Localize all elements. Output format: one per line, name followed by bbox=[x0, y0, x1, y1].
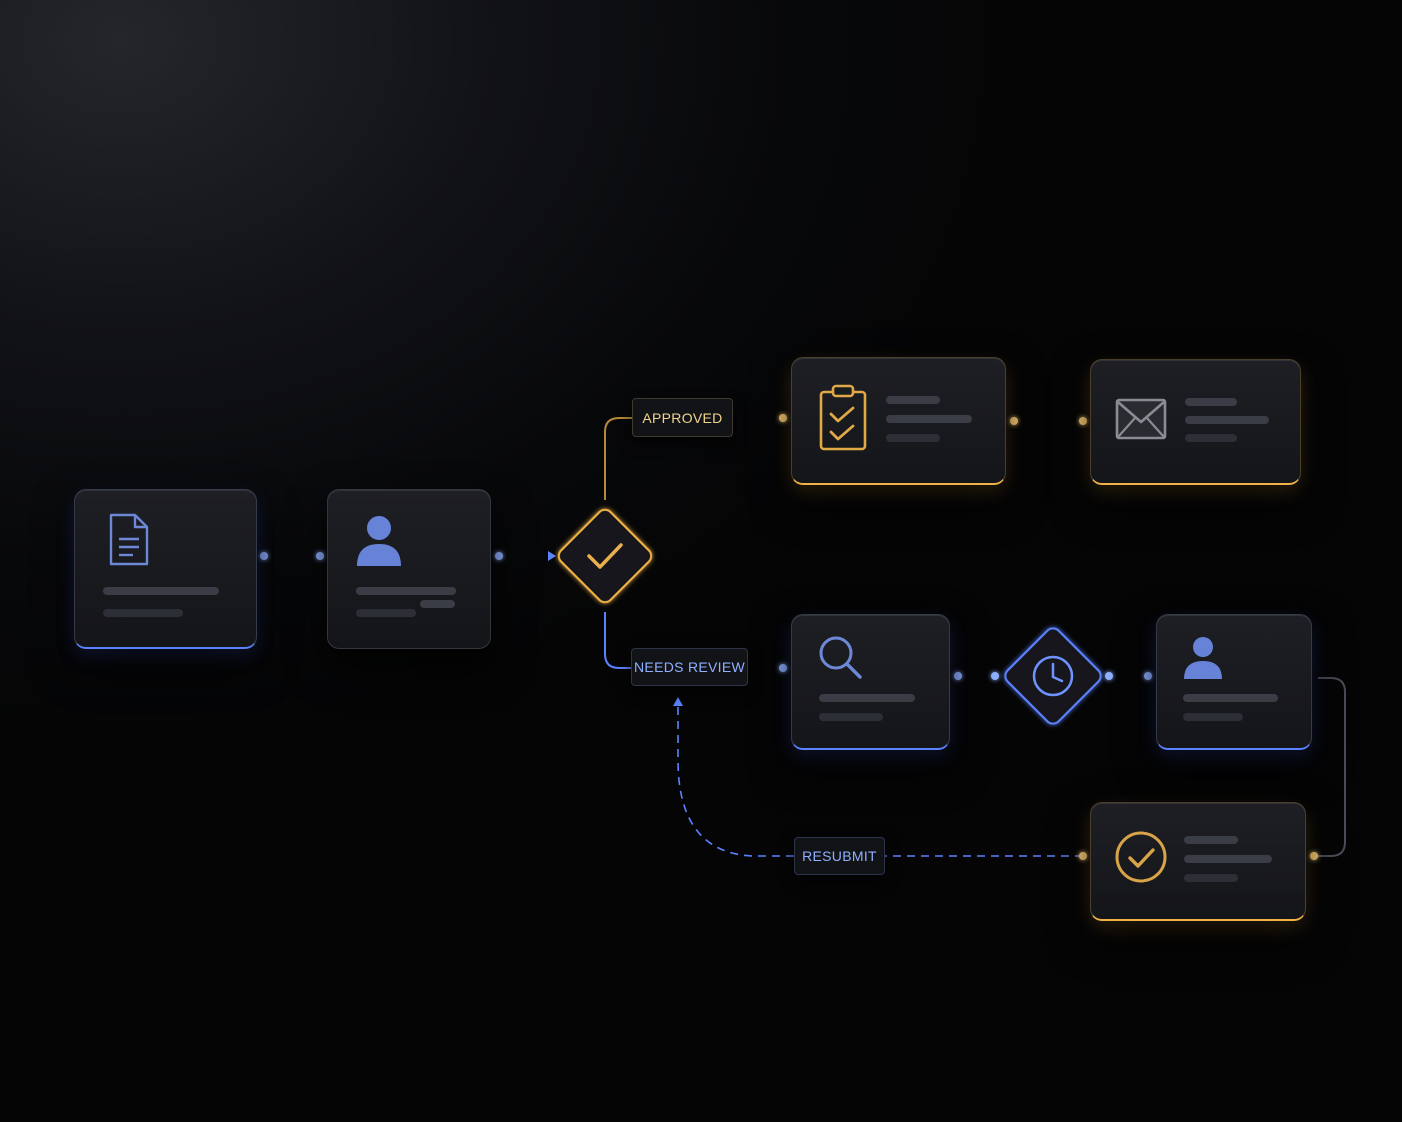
envelope-icon bbox=[1115, 398, 1167, 440]
connector-decision-approved bbox=[604, 414, 787, 500]
document-card[interactable] bbox=[74, 489, 257, 649]
text-placeholder bbox=[819, 694, 915, 702]
text-placeholder bbox=[356, 587, 456, 595]
text-placeholder bbox=[886, 396, 940, 404]
connector-document-user bbox=[260, 552, 324, 560]
checkmark-icon bbox=[587, 543, 623, 569]
approved-label[interactable]: APPROVED bbox=[632, 398, 733, 437]
text-placeholder bbox=[420, 600, 455, 608]
user-card[interactable] bbox=[327, 489, 491, 649]
user-icon bbox=[357, 516, 401, 566]
user-icon bbox=[1184, 637, 1222, 679]
connector-user-decision bbox=[495, 551, 556, 561]
notify-card[interactable] bbox=[1090, 359, 1301, 485]
search-icon bbox=[819, 636, 862, 679]
text-placeholder bbox=[1183, 694, 1278, 702]
connector-resubmit-loop bbox=[673, 697, 1087, 860]
text-placeholder bbox=[819, 713, 883, 721]
text-placeholder bbox=[1184, 836, 1238, 844]
review-card[interactable] bbox=[791, 614, 950, 750]
text-placeholder bbox=[1185, 398, 1237, 406]
document-icon bbox=[109, 513, 149, 566]
text-placeholder bbox=[103, 609, 183, 617]
check-circle-icon bbox=[1115, 831, 1167, 883]
text-placeholder bbox=[886, 434, 940, 442]
text-placeholder bbox=[1185, 434, 1237, 442]
needs-review-label[interactable]: NEEDS REVIEW bbox=[631, 648, 748, 686]
text-placeholder bbox=[356, 609, 416, 617]
connector-decision-needs-review bbox=[604, 612, 787, 672]
resubmit-label[interactable]: RESUBMIT bbox=[794, 837, 885, 875]
text-placeholder bbox=[1183, 713, 1243, 721]
connector-approved-notify bbox=[1010, 417, 1087, 425]
text-placeholder bbox=[1185, 416, 1269, 424]
connector-wait-reviewer bbox=[1105, 672, 1152, 680]
clock-icon bbox=[1032, 655, 1074, 697]
decision-diamond[interactable] bbox=[556, 507, 655, 606]
text-placeholder bbox=[103, 587, 219, 595]
connector-reviewer-complete bbox=[1310, 677, 1346, 860]
clipboard-check-icon bbox=[819, 384, 867, 451]
wait-diamond[interactable] bbox=[1002, 625, 1104, 727]
complete-card[interactable] bbox=[1090, 802, 1306, 921]
text-placeholder bbox=[1184, 874, 1238, 882]
text-placeholder bbox=[886, 415, 972, 423]
reviewer-card[interactable] bbox=[1156, 614, 1312, 750]
connector-review-wait bbox=[954, 672, 999, 680]
text-placeholder bbox=[1184, 855, 1272, 863]
approved-task-card[interactable] bbox=[791, 357, 1006, 485]
